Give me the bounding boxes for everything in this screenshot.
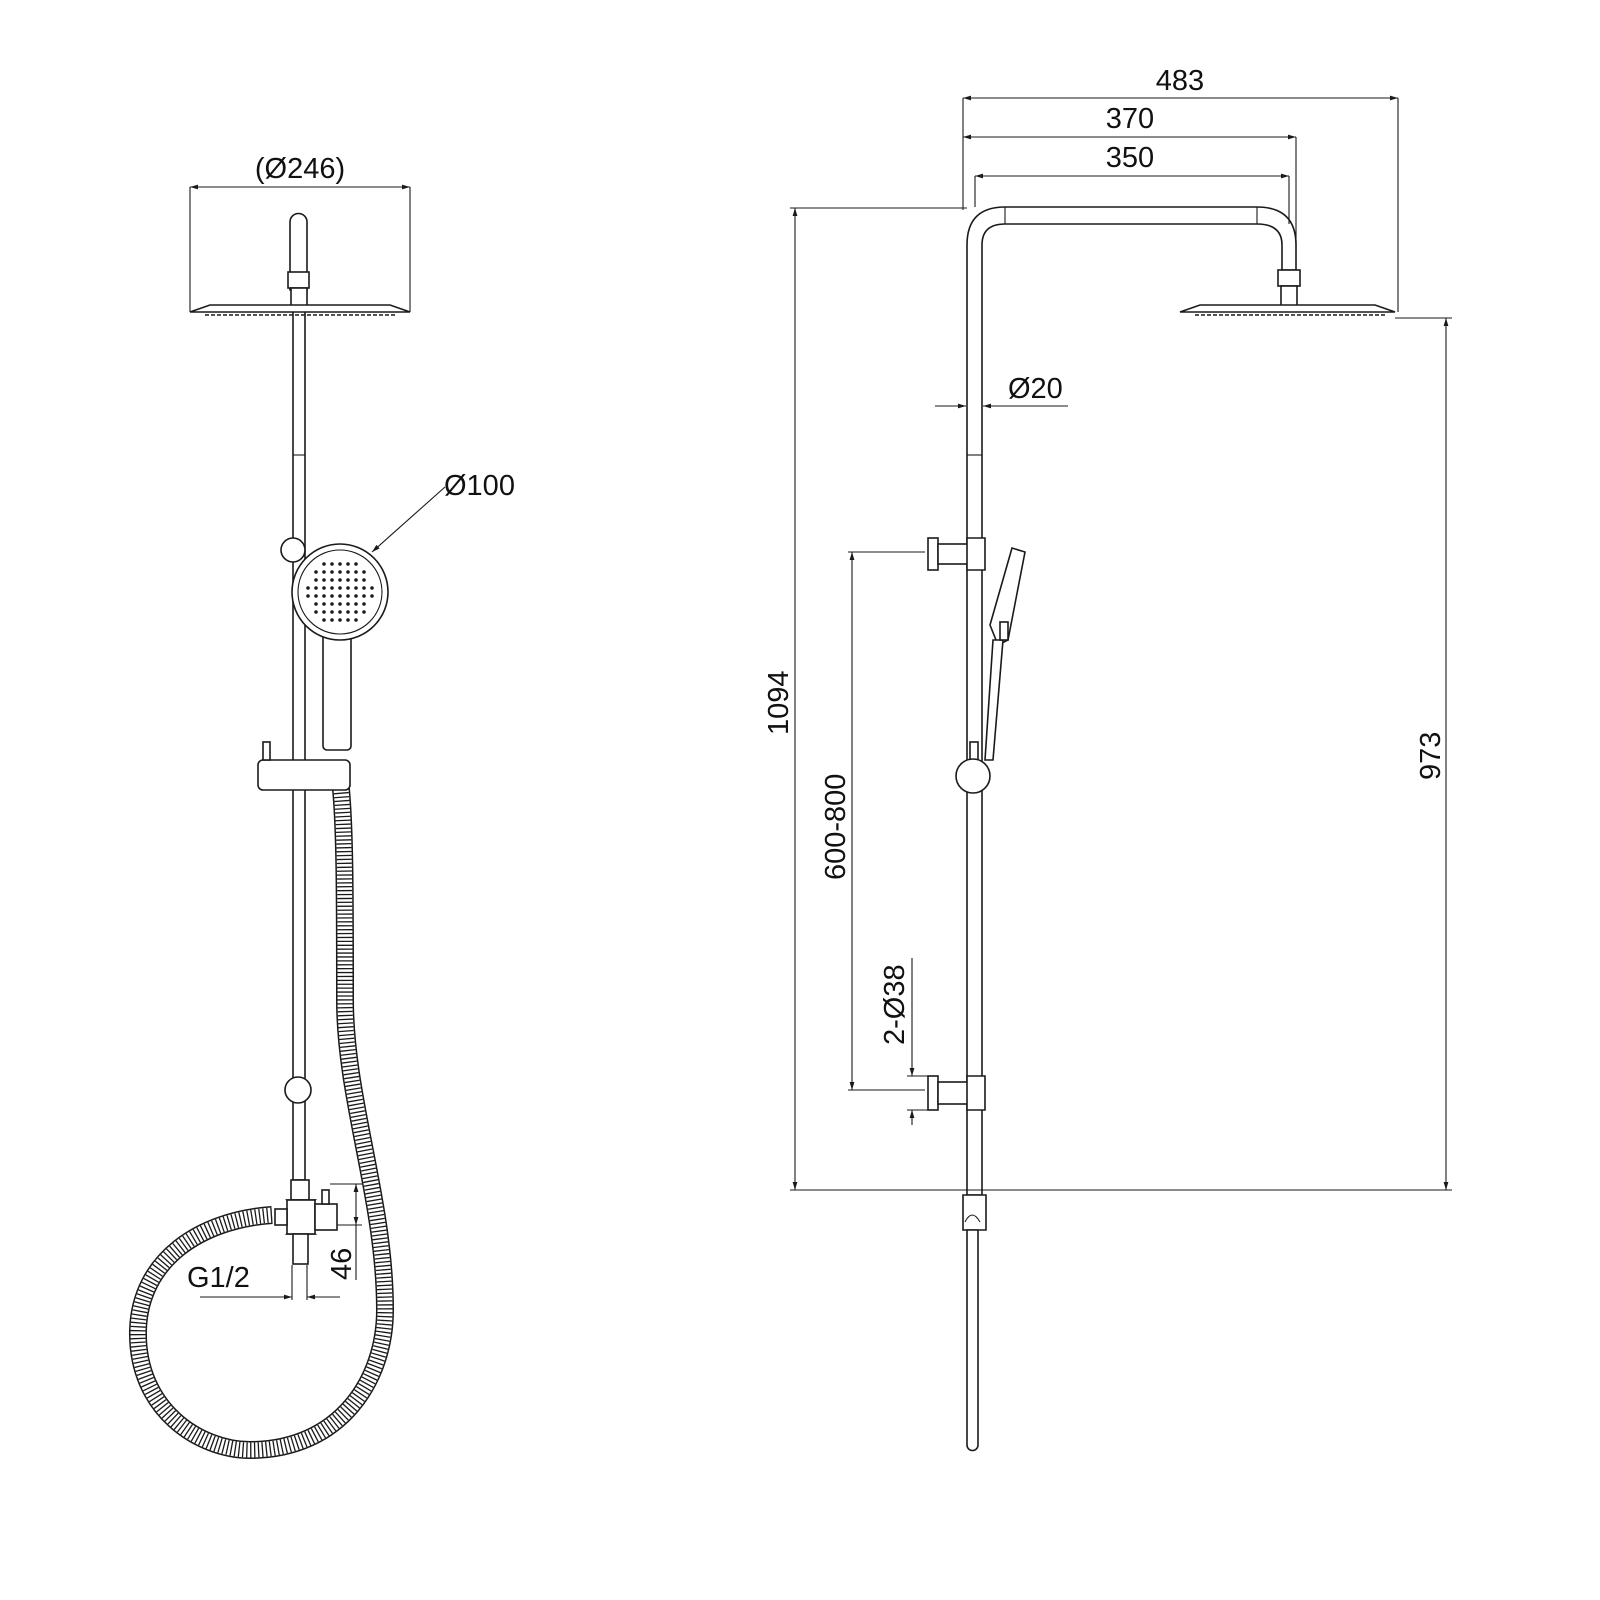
lower-wall-bracket	[927, 1075, 986, 1111]
nozzle	[322, 610, 326, 614]
hand-shower-diameter-label: Ø100	[444, 470, 515, 502]
nozzle	[354, 586, 358, 590]
nozzle	[314, 570, 318, 574]
nozzle	[346, 562, 350, 566]
nozzle	[306, 594, 310, 598]
nozzle	[354, 594, 358, 598]
nozzle	[338, 610, 342, 614]
nozzle	[322, 570, 326, 574]
bottom-outlet	[962, 1194, 987, 1231]
nozzle	[346, 586, 350, 590]
nozzle	[314, 586, 318, 590]
nozzle	[330, 602, 334, 606]
nozzle	[346, 618, 350, 622]
arm-reach-label: 370	[1106, 103, 1154, 135]
nozzle	[338, 602, 342, 606]
nozzle	[322, 562, 326, 566]
nozzle	[346, 570, 350, 574]
nozzle	[306, 586, 310, 590]
overall-width-label: 483	[1156, 65, 1204, 97]
nozzle	[322, 602, 326, 606]
nozzle	[338, 586, 342, 590]
nozzle	[354, 570, 358, 574]
hand-shower-face	[291, 543, 389, 641]
riser-arm	[966, 206, 1297, 1196]
riser-rail	[292, 305, 306, 1181]
nozzle	[314, 602, 318, 606]
nozzle	[314, 594, 318, 598]
head-height-label: 973	[1415, 732, 1447, 780]
nozzle	[354, 578, 358, 582]
rail-bracket-ring	[284, 1076, 312, 1104]
bracket-spacing-label: 600-800	[820, 774, 852, 880]
nozzle	[362, 570, 366, 574]
nozzle	[330, 618, 334, 622]
arm-nut	[287, 271, 310, 289]
nozzle	[370, 586, 374, 590]
nozzle	[362, 610, 366, 614]
nozzle	[362, 602, 366, 606]
nozzle	[330, 578, 334, 582]
hose-side	[966, 1229, 979, 1452]
nozzle	[338, 578, 342, 582]
arm-base	[290, 287, 308, 307]
slider-knob	[955, 758, 991, 794]
front-view: (Ø246) Ø100 G1/2 46	[128, 153, 515, 1460]
nozzle	[338, 570, 342, 574]
hand-shower-handle	[322, 629, 352, 751]
nozzle	[338, 562, 342, 566]
diverter	[274, 1179, 338, 1265]
overall-height-label: 1094	[763, 670, 795, 735]
nozzle	[362, 586, 366, 590]
shower-arm	[289, 212, 308, 291]
overhead-shower-disc-side	[1179, 304, 1396, 313]
upper-wall-bracket	[927, 537, 986, 571]
overhead-shower-disc	[189, 304, 411, 313]
nozzle	[330, 586, 334, 590]
nozzle	[346, 578, 350, 582]
hand-shower-ring	[280, 537, 306, 563]
overhead-diameter-label: (Ø246)	[255, 153, 345, 185]
nozzle	[330, 570, 334, 574]
nozzle	[330, 594, 334, 598]
nozzle	[354, 602, 358, 606]
arm-centre-label: 350	[1106, 142, 1154, 174]
nozzle	[330, 562, 334, 566]
nozzle	[322, 594, 326, 598]
nozzle	[330, 610, 334, 614]
side-view: 483 370 350 Ø20 1094 973 600-800 2-Ø38	[763, 65, 1452, 1452]
nozzle	[322, 578, 326, 582]
shower-hose	[128, 778, 395, 1460]
nozzle	[322, 618, 326, 622]
nozzle	[346, 594, 350, 598]
bracket-diameter-label: 2-Ø38	[879, 964, 911, 1045]
nozzle	[314, 578, 318, 582]
nozzle	[338, 618, 342, 622]
nozzle	[354, 618, 358, 622]
nozzle	[354, 610, 358, 614]
rail-diameter-label: Ø20	[1008, 373, 1063, 405]
slider-bracket	[257, 759, 351, 791]
nozzle	[346, 602, 350, 606]
nozzle	[314, 610, 318, 614]
nozzle	[362, 578, 366, 582]
nozzle	[362, 594, 366, 598]
nozzle	[346, 610, 350, 614]
inlet-thread-label: G1/2	[187, 1262, 250, 1294]
nozzle	[370, 594, 374, 598]
nozzle	[354, 562, 358, 566]
nozzle	[322, 586, 326, 590]
spray-nozzles	[306, 562, 374, 622]
nozzle	[338, 594, 342, 598]
diverter-height-label: 46	[326, 1248, 358, 1280]
